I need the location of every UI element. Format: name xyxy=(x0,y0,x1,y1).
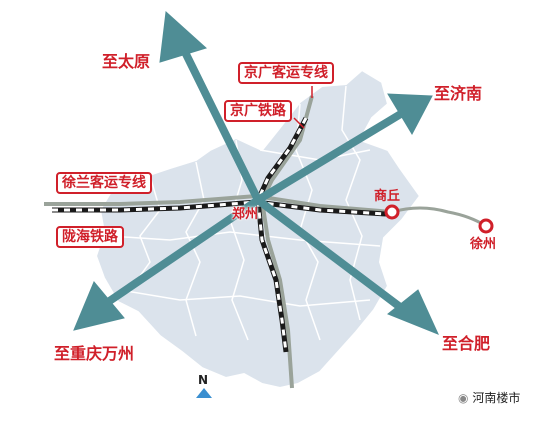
arrow-head-hefei xyxy=(387,289,439,335)
xulan-pdl-line xyxy=(44,193,393,214)
label-jingguang-pdl: 京广客运专线 xyxy=(238,62,334,84)
north-arrow-icon xyxy=(196,388,212,398)
watermark-text: 河南楼市 xyxy=(472,391,521,405)
label-jingguang-railway: 京广铁路 xyxy=(224,100,292,122)
city-markers xyxy=(253,195,494,234)
label-to-jinan: 至济南 xyxy=(434,84,483,103)
jingguang-dash xyxy=(256,117,308,353)
jingguang-pdl-line xyxy=(259,95,314,389)
longhai-dash xyxy=(52,200,387,216)
label-xuzhou: 徐州 xyxy=(470,237,497,252)
label-connectors xyxy=(293,86,313,129)
direction-arrows xyxy=(73,10,439,335)
watermark: ◉ 河南楼市 xyxy=(458,392,520,404)
arrow-head-taiyuan xyxy=(159,10,207,63)
xuzhou-marker xyxy=(478,218,494,234)
shangqiu-marker xyxy=(384,204,400,220)
xuzhou-line xyxy=(391,206,487,228)
label-xulan-pdl: 徐兰客运专线 xyxy=(56,172,152,194)
arrow-head-jinan xyxy=(387,93,433,136)
label-zhengzhou: 郑州 xyxy=(232,207,259,222)
label-longhai-railway: 陇海铁路 xyxy=(56,226,124,248)
wechat-icon: ◉ xyxy=(458,391,469,405)
arrow-head-chongqing xyxy=(73,281,125,331)
label-shangqiu: 商丘 xyxy=(374,189,401,204)
label-to-taiyuan: 至太原 xyxy=(102,52,151,71)
label-to-hefei: 至合肥 xyxy=(442,334,491,353)
north-label: N xyxy=(198,373,209,387)
label-to-chongqing-wanzhou: 至重庆万州 xyxy=(54,344,135,363)
zhengzhou-hub-marker xyxy=(253,195,263,205)
